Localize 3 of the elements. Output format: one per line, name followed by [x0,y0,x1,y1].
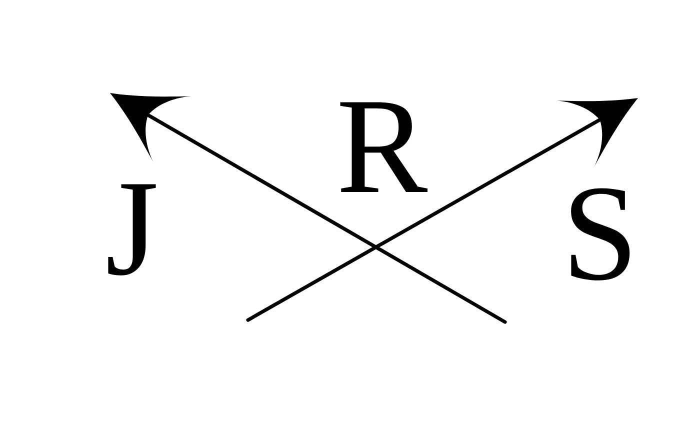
letter-label: J [108,184,156,276]
letter-label: R [340,102,428,192]
letter-label: S [571,188,630,280]
